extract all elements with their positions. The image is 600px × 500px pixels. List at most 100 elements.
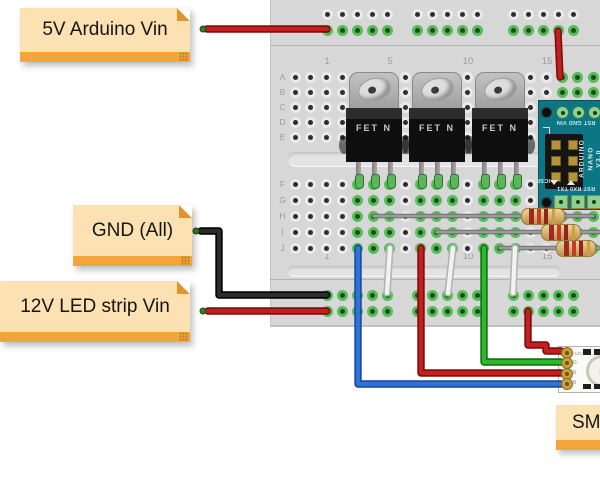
rx-arrow-icon xyxy=(567,180,575,185)
breadboard-hole xyxy=(446,194,458,206)
breadboard-hole xyxy=(366,8,378,20)
wire-end-dot xyxy=(199,307,207,315)
breadboard-hole xyxy=(289,131,301,143)
breadboard-hole xyxy=(352,226,364,238)
breadboard-hole xyxy=(541,86,553,98)
mosfet-label: FET N xyxy=(356,123,392,133)
nano-pad-rx0[interactable] xyxy=(571,195,585,209)
mosfet-top-band xyxy=(472,108,528,120)
icsp-pin xyxy=(551,140,561,150)
breadboard-hole xyxy=(441,24,453,36)
breadboard-hole xyxy=(305,242,317,254)
breadboard-hole xyxy=(336,242,348,254)
breadboard-hole xyxy=(383,226,395,238)
breadboard-hole xyxy=(462,178,474,190)
note-smd[interactable]: SMD xyxy=(556,405,600,450)
strip-pad-label-g: G xyxy=(573,360,577,366)
breadboard-hole xyxy=(320,210,332,222)
nano-pad-vin[interactable] xyxy=(556,106,569,119)
breadboard-hole xyxy=(305,194,317,206)
breadboard-hole xyxy=(507,8,519,20)
breadboard-column-number: 15 xyxy=(541,56,553,67)
mosfet-3[interactable]: FET N xyxy=(465,70,535,189)
breadboard-hole xyxy=(456,289,468,301)
nano-pad-gnd[interactable] xyxy=(572,106,585,119)
mosfet-pin xyxy=(450,162,456,176)
mosfet-pin-tip xyxy=(417,174,427,189)
breadboard-hole xyxy=(567,8,579,20)
breadboard-hole xyxy=(305,178,317,190)
breadboard-row-letter: G xyxy=(279,195,286,205)
wire-strip-red[interactable] xyxy=(417,244,565,377)
tx-arrow-icon xyxy=(550,180,558,185)
breadboard-row-letter: E xyxy=(279,132,286,142)
breadboard-hole xyxy=(289,194,301,206)
breadboard-hole xyxy=(320,242,332,254)
breadboard-bottom-divider xyxy=(270,279,600,280)
breadboard-hole xyxy=(411,24,423,36)
nano-pad-rst2[interactable] xyxy=(587,195,600,209)
note-gnd-all[interactable]: GND (All) xyxy=(73,205,192,266)
note-bar xyxy=(73,256,192,266)
breadboard-hole xyxy=(399,194,411,206)
breadboard-hole xyxy=(289,210,301,222)
breadboard-hole xyxy=(289,178,301,190)
breadboard-hole xyxy=(471,305,483,317)
note-bar xyxy=(20,52,190,62)
note-12v-led-strip-vin[interactable]: 12V LED strip Vin xyxy=(0,281,190,342)
breadboard-hole xyxy=(411,305,423,317)
breadboard-hole xyxy=(426,24,438,36)
nano-pad-rst[interactable] xyxy=(588,106,600,119)
breadboard-hole xyxy=(478,194,490,206)
breadboard-top-divider xyxy=(270,45,600,46)
breadboard-hole xyxy=(399,178,411,190)
breadboard-hole xyxy=(525,101,537,113)
note-bar xyxy=(556,440,600,450)
resistor-1[interactable] xyxy=(521,208,565,225)
strip-pad-12v[interactable] xyxy=(561,347,573,359)
note-5v-arduino-vin[interactable]: 5V Arduino Vin xyxy=(20,8,190,62)
note-label: SMD xyxy=(572,411,600,433)
mosfet-pin-tip xyxy=(449,174,459,189)
breadboard-hole xyxy=(366,24,378,36)
note-resize-grip[interactable] xyxy=(179,52,188,61)
breadboard-hole xyxy=(352,210,364,222)
breadboard-hole xyxy=(556,86,568,98)
breadboard-hole xyxy=(537,8,549,20)
breadboard-hole xyxy=(351,8,363,20)
breadboard-column-number: 15 xyxy=(541,251,553,262)
breadboard-hole xyxy=(305,101,317,113)
breadboard-hole xyxy=(336,101,348,113)
breadboard-hole xyxy=(368,226,380,238)
breadboard-hole xyxy=(289,101,301,113)
breadboard-hole xyxy=(537,305,549,317)
mosfet-pin xyxy=(481,162,487,176)
mosfet-pin xyxy=(497,162,503,176)
breadboard-hole xyxy=(352,194,364,206)
nano-pin-hole xyxy=(541,197,552,208)
note-resize-grip[interactable] xyxy=(179,332,188,341)
breadboard-hole xyxy=(366,305,378,317)
note-label: GND (All) xyxy=(91,219,174,241)
breadboard-row-letter: I xyxy=(281,227,284,237)
breadboard-hole xyxy=(289,242,301,254)
breadboard-hole xyxy=(336,226,348,238)
breadboard-hole xyxy=(336,305,348,317)
mosfet-2[interactable]: FET N xyxy=(402,70,472,189)
resistor-3[interactable] xyxy=(556,240,596,257)
arduino-nano[interactable]: RST GND VIN ICSP ARDUINO NANO V3.0 RST R… xyxy=(536,100,600,210)
nano-pin1-marker-icon xyxy=(543,127,550,134)
breadboard-hole xyxy=(381,305,393,317)
mosfet-pin-tip xyxy=(386,174,396,189)
resistor-band xyxy=(537,209,541,224)
breadboard-hole xyxy=(321,8,333,20)
resistor-band xyxy=(579,241,583,256)
strip-pad-b[interactable] xyxy=(561,378,573,390)
breadboard-hole xyxy=(462,71,474,83)
breadboard-hole xyxy=(351,24,363,36)
breadboard-hole xyxy=(471,24,483,36)
breadboard-hole xyxy=(368,194,380,206)
mosfet-top-band xyxy=(346,108,402,120)
note-resize-grip[interactable] xyxy=(181,256,190,265)
